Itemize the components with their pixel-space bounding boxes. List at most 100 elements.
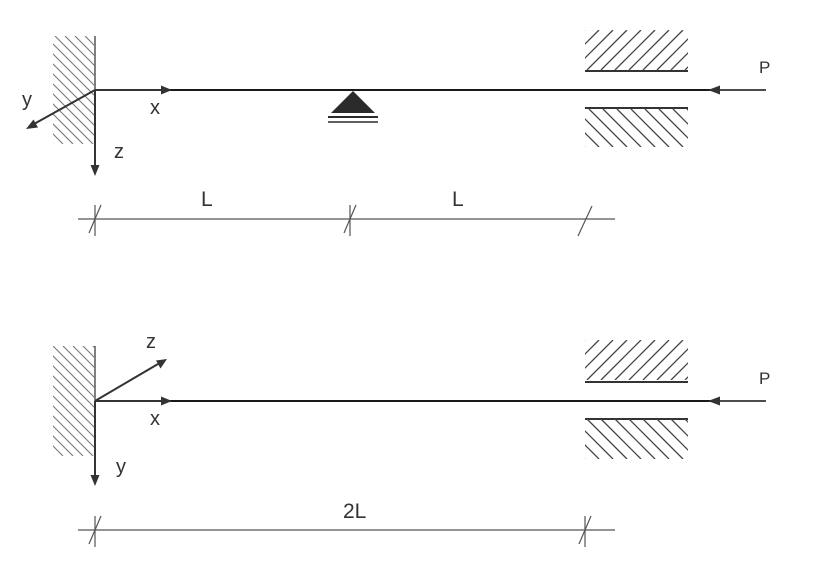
hatch-line	[586, 30, 628, 70]
hatch-line	[701, 109, 739, 147]
hatch-line	[585, 132, 600, 147]
top-guide-upper	[585, 30, 753, 72]
hatch-line	[53, 93, 95, 137]
hatch-line	[585, 118, 614, 147]
hatch-line	[586, 340, 628, 380]
top-dimension-label-2: L	[452, 188, 464, 211]
hatch-line	[727, 419, 767, 459]
bottom-guide-lower	[585, 418, 767, 459]
hatch-line	[53, 405, 95, 449]
bottom-x-axis-label: x	[150, 408, 160, 430]
hatch-line	[670, 52, 688, 70]
bottom-dimension-label: 2L	[343, 500, 366, 523]
top-z-axis-label: z	[114, 141, 124, 163]
hatch-line	[585, 458, 586, 459]
hatch-line	[628, 30, 670, 70]
hatch-line	[54, 36, 95, 77]
hatch-line	[644, 109, 684, 147]
bottom-x-axis-arrow	[95, 396, 172, 406]
hatch-line	[600, 340, 642, 380]
hatch-line	[630, 109, 670, 147]
bottom-y-axis-arrow	[90, 401, 100, 486]
hatch-line	[53, 365, 95, 409]
bottom-y-axis-label: y	[116, 456, 126, 478]
hatch-line	[53, 385, 95, 429]
hatch-line	[53, 445, 64, 456]
hatch-line	[585, 340, 600, 355]
hatch-line	[670, 419, 688, 437]
hatch-line	[713, 419, 753, 459]
hatch-line	[53, 355, 95, 399]
hatch-line	[585, 340, 586, 341]
hatch-line	[686, 109, 688, 111]
hatch-line	[684, 376, 688, 380]
hatch-line	[585, 30, 600, 45]
hatch-line	[586, 419, 628, 459]
bottom-view: x z y P 2L	[53, 331, 770, 547]
hatch-line	[588, 109, 628, 147]
hatch-line	[53, 83, 95, 127]
hatch-line	[642, 419, 684, 459]
hatch-line	[602, 109, 642, 147]
hatch-line	[585, 30, 614, 59]
hatch-line	[585, 340, 614, 369]
hatch-line	[684, 66, 688, 70]
hatch-line	[53, 53, 95, 97]
hatch-line	[53, 63, 95, 107]
bottom-z-axis-arrow	[94, 359, 167, 402]
hatch-line	[585, 146, 586, 147]
hatch-line	[74, 36, 95, 57]
hatch-line	[72, 346, 95, 369]
hatch-line	[53, 103, 94, 144]
hatch-line	[53, 73, 95, 117]
hatch-line	[715, 109, 753, 147]
top-x-axis-arrow	[95, 85, 172, 95]
hatch-line	[628, 419, 670, 459]
hatch-line	[585, 430, 614, 459]
bottom-guide-upper	[585, 340, 753, 383]
hatch-line	[600, 30, 642, 70]
hatch-line	[585, 444, 600, 459]
top-dimension-label-1: L	[201, 188, 213, 211]
bottom-force-arrow	[708, 396, 766, 406]
hatch-line	[53, 375, 95, 419]
hatch-line	[614, 30, 656, 70]
hatch-line	[656, 348, 688, 380]
hatch-line	[713, 340, 753, 380]
hatch-line	[628, 340, 670, 380]
hatch-line	[53, 346, 95, 389]
bottom-dimension-line	[78, 515, 615, 547]
hatch-line	[713, 30, 753, 70]
top-view: x y z P	[22, 30, 770, 237]
hatch-line	[658, 109, 688, 139]
hatch-line	[656, 419, 688, 451]
bottom-force-label: P	[759, 369, 770, 388]
hatch-line	[53, 435, 74, 456]
top-force-label: P	[759, 58, 770, 77]
hatch-line	[585, 30, 586, 31]
hatch-line	[614, 340, 656, 380]
top-guide-lower	[585, 107, 753, 147]
hatch-line	[53, 425, 84, 456]
hatch-line	[614, 419, 656, 459]
hatch-line	[53, 455, 54, 456]
bottom-z-axis-label: z	[146, 331, 156, 353]
hatch-line	[642, 340, 684, 380]
hatch-line	[684, 419, 688, 423]
hatch-line	[53, 113, 84, 144]
hatch-line	[699, 340, 739, 380]
top-y-axis-arrow	[26, 89, 96, 129]
hatch-line	[53, 123, 74, 144]
hatch-line	[64, 36, 95, 67]
hatch-line	[642, 30, 684, 70]
top-y-axis-label: y	[22, 89, 32, 111]
top-pin-support	[328, 91, 378, 123]
hatch-line	[672, 109, 688, 125]
hatch-line	[699, 419, 739, 459]
hatch-line	[53, 43, 95, 87]
hatch-line	[656, 38, 688, 70]
hatch-line	[699, 30, 739, 70]
top-dimension-line	[78, 204, 615, 237]
hatch-line	[600, 419, 642, 459]
